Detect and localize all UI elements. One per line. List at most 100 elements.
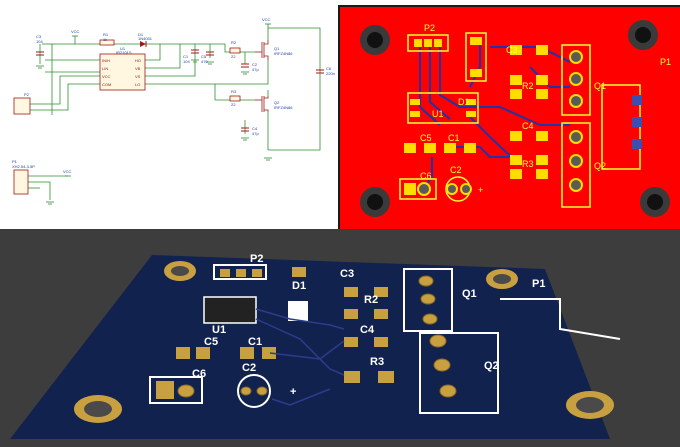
- schematic-diagram: VCC VCC VCC C3 104 R1 1k D1 1N4001 U1 IR…: [12, 17, 335, 205]
- pcb-3d-panel: P2 D1 C3 R2 Q1 P1 U1 C4 C5 C1 R3 Q2 C6 C…: [0, 229, 680, 447]
- q1-outline: [561, 44, 591, 116]
- pcb-label-p2: P2: [424, 23, 435, 33]
- r1-symbol: [99, 39, 115, 46]
- c5-val: 470: [201, 59, 208, 64]
- q1-val: IRFZ4N86: [274, 51, 293, 56]
- c4-ref: C4: [252, 126, 258, 131]
- u1-pin-l0: IN/H: [102, 58, 110, 63]
- r1-val: 1k: [103, 37, 107, 42]
- schematic-components: [13, 39, 241, 195]
- p2-outline: [407, 34, 449, 52]
- board-silkscreen: [149, 264, 621, 414]
- capacitors: [36, 49, 324, 132]
- pcb-label-plus: +: [478, 185, 483, 195]
- vcc-label-1: VCC: [71, 29, 80, 34]
- board-label-q1: Q1: [462, 288, 477, 300]
- pcb-layout-panel: P2 C3 R2 D1 C4 R3 U1 C5 C1 C2 C6 Q1 Q2 P…: [338, 5, 680, 230]
- c6-ref: C6: [326, 66, 332, 71]
- r3-symbol: [229, 95, 241, 102]
- board-pads: [156, 267, 394, 399]
- u1-symbol: [99, 53, 146, 91]
- board-label-p2: P2: [250, 253, 263, 265]
- r1-ref: R1: [103, 32, 109, 37]
- pcb-label-c1: C1: [448, 133, 460, 143]
- pcb-label-r3: R3: [522, 159, 534, 169]
- r2-ref: R2: [231, 40, 237, 45]
- d1-ref: D1: [138, 32, 144, 37]
- c5-ref: C5: [201, 54, 207, 59]
- board-label-c5: C5: [204, 336, 218, 348]
- board-label-c1: C1: [248, 336, 262, 348]
- board-label-q2: Q2: [484, 360, 499, 372]
- u1-pin-r1: VB: [135, 66, 141, 71]
- board-label-c4: C4: [360, 324, 375, 336]
- vcc-markers: [65, 23, 271, 177]
- c6-val: 220n: [326, 71, 335, 76]
- pcb-label-c2: C2: [450, 165, 462, 175]
- u1-pin-l2: VCC: [102, 74, 111, 79]
- board-label-u1: U1: [212, 324, 226, 336]
- r2-val: 22: [231, 54, 236, 59]
- d1-footprint: [288, 301, 308, 321]
- c1-val: 104: [183, 59, 190, 64]
- c3-val: 104: [36, 39, 43, 44]
- u1-chip: [203, 296, 257, 324]
- p2-ref: P2: [24, 92, 30, 97]
- board-label-r3: R3: [370, 356, 384, 368]
- d1-body-outline: [465, 32, 487, 82]
- board-label-c3: C3: [340, 268, 354, 280]
- d1-val: 1N4001: [138, 36, 153, 41]
- pcb-label-c6: C6: [420, 171, 432, 181]
- c2-val: 47p: [252, 67, 259, 72]
- r3-ref: R3: [231, 89, 237, 94]
- p1-pad-1: [632, 95, 642, 105]
- u1-pin-r3: LO: [135, 82, 140, 87]
- pcb-label-c5: C5: [420, 133, 432, 143]
- u1-pin-r2: VS: [135, 74, 141, 79]
- board-traces: [255, 308, 345, 406]
- p2-symbol: [13, 97, 31, 115]
- board-label-c6: C6: [192, 368, 206, 380]
- r2-symbol: [229, 47, 241, 54]
- board-label-p1: P1: [532, 278, 545, 290]
- board-label-c2: C2: [242, 362, 256, 374]
- pcb-traces: [419, 37, 571, 193]
- pcb-label-p1: P1: [660, 57, 671, 67]
- pcb-pads: [404, 37, 548, 195]
- c6-outline: [399, 178, 437, 200]
- p1-ref: P1: [12, 159, 18, 164]
- pcb-label-d1: D1: [458, 97, 470, 107]
- u1-outline: [407, 92, 479, 124]
- pcb-layout: P2 C3 R2 D1 C4 R3 U1 C5 C1 C2 C6 Q1 Q2 P…: [340, 7, 680, 230]
- vcc-label-3: VCC: [63, 169, 72, 174]
- c3-ref: C3: [36, 34, 42, 39]
- board-label-r2: R2: [364, 294, 378, 306]
- p1-pad-2: [632, 117, 642, 127]
- u1-pin-l3: COM: [102, 82, 111, 87]
- r3-val: 22: [231, 102, 236, 107]
- u1-pin-r0: HO: [135, 58, 141, 63]
- u1-val: IR2101S: [116, 50, 132, 55]
- p1-pad-3: [632, 139, 642, 149]
- q1-ref: Q1: [274, 46, 280, 51]
- c1-ref: C1: [183, 54, 189, 59]
- q2-val: IRFZ4N86: [274, 105, 293, 110]
- board-label-d1: D1: [292, 280, 306, 292]
- pcb-3d-view: P2 D1 C3 R2 Q1 P1 U1 C4 C5 C1 R3 Q2 C6 C…: [0, 229, 680, 447]
- c2-ref: C2: [252, 62, 258, 67]
- board-label-plus: +: [290, 386, 296, 398]
- pcb-label-u1: U1: [432, 109, 444, 119]
- d1-symbol: [140, 41, 146, 47]
- ground-symbols: [36, 59, 272, 205]
- mosfet-symbols: [255, 40, 269, 112]
- pcb-label-r2: R2: [522, 81, 534, 91]
- pcb-label-q2: Q2: [594, 161, 606, 171]
- u1-pin-l1: LIN: [102, 66, 108, 71]
- p1-val: XH2.54-3.5P: [12, 164, 35, 169]
- pcb-label-c3: C3: [506, 45, 518, 55]
- c4-val: 47p: [252, 131, 259, 136]
- board-through-hole-pads: [177, 275, 457, 398]
- vcc-label-2: VCC: [262, 17, 271, 22]
- schematic-panel: VCC VCC VCC C3 104 R1 1k D1 1N4001 U1 IR…: [0, 0, 338, 226]
- p1-symbol: [13, 169, 29, 195]
